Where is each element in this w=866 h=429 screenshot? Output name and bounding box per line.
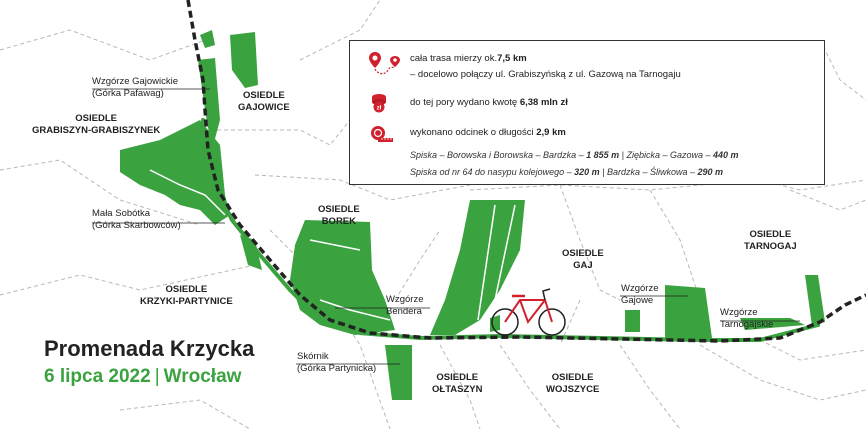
bicycle-icon (491, 288, 566, 336)
railway-line (186, 0, 866, 343)
info-row-built: wykonano odcinek o długości 2,9 km (410, 127, 566, 138)
info-box: cała trasa mierzy ok.7,5 km – docelowo p… (349, 40, 825, 185)
info-row-cost: do tej pory wydano kwotę 6,38 mln zł (410, 97, 568, 108)
info-row-segments-1: Spiska – Borowska i Borowska – Bardzka –… (410, 150, 739, 160)
coins-icon: zł (372, 94, 386, 113)
green-areas (120, 30, 825, 400)
place-label-gajowickie: Wzgórze Gajowickie(Górka Pafawag) (92, 76, 179, 99)
page-title: Promenada Krzycka (44, 336, 255, 361)
city-name: Wrocław (163, 366, 242, 387)
info-row-connection: – docelowo połączy ul. Grabiszyńską z ul… (410, 69, 681, 80)
subtitle-separator: | (154, 366, 160, 387)
event-date: 6 lipca 2022 (44, 366, 151, 387)
route-pin-icon (369, 52, 400, 75)
tape-measure-icon (371, 126, 393, 142)
leader-lines (92, 88, 800, 365)
place-label-skornik: Skórnik(Górka Partynicka) (297, 351, 377, 374)
place-label-sobotka: Mała Sobótka(Górka Skarbowców) (92, 208, 181, 231)
info-row-segments-2: Spiska od nr 64 do nasypu kolejowego – 3… (410, 167, 724, 177)
page-subtitle: 6 lipca 2022|Wrocław (44, 366, 241, 388)
info-row-length: cała trasa mierzy ok.7,5 km (410, 53, 527, 64)
svg-text:zł: zł (377, 106, 382, 112)
park-paths (149, 169, 516, 321)
